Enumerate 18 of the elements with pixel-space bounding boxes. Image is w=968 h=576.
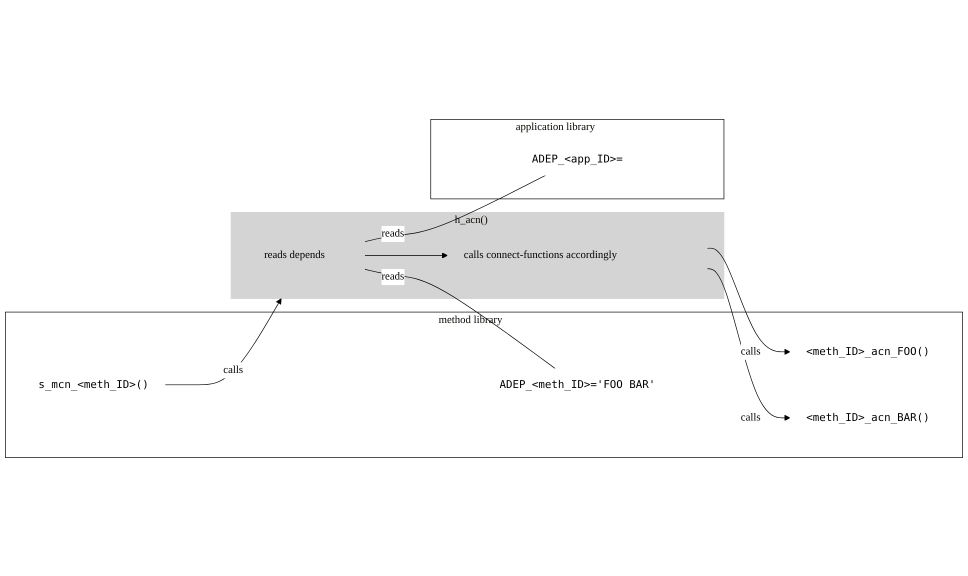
arrow bbox=[706, 247, 790, 354]
connector bbox=[364, 174, 546, 242]
node-text: <meth_ID>_acn_FOO() bbox=[806, 344, 930, 358]
edge-label: reads bbox=[381, 227, 404, 239]
node-text: reads depends bbox=[264, 248, 325, 260]
edge-label: calls bbox=[223, 364, 244, 376]
arrow bbox=[164, 298, 282, 385]
edge-label: calls bbox=[740, 345, 761, 357]
node-text: ADEP_<app_ID>= bbox=[532, 152, 623, 165]
node-text: s_mcn_<meth_ID>() bbox=[38, 378, 149, 390]
node-text: ADEP_<meth_ID>='FOO BAR' bbox=[499, 378, 656, 390]
connector bbox=[364, 268, 556, 369]
arrow bbox=[706, 268, 790, 420]
arrow bbox=[364, 252, 448, 258]
edge-label: reads bbox=[381, 270, 404, 282]
node-text: calls connect-functions accordingly bbox=[464, 248, 618, 260]
node-text: <meth_ID>_acn_BAR() bbox=[806, 410, 930, 424]
edge-label: calls bbox=[740, 411, 761, 423]
